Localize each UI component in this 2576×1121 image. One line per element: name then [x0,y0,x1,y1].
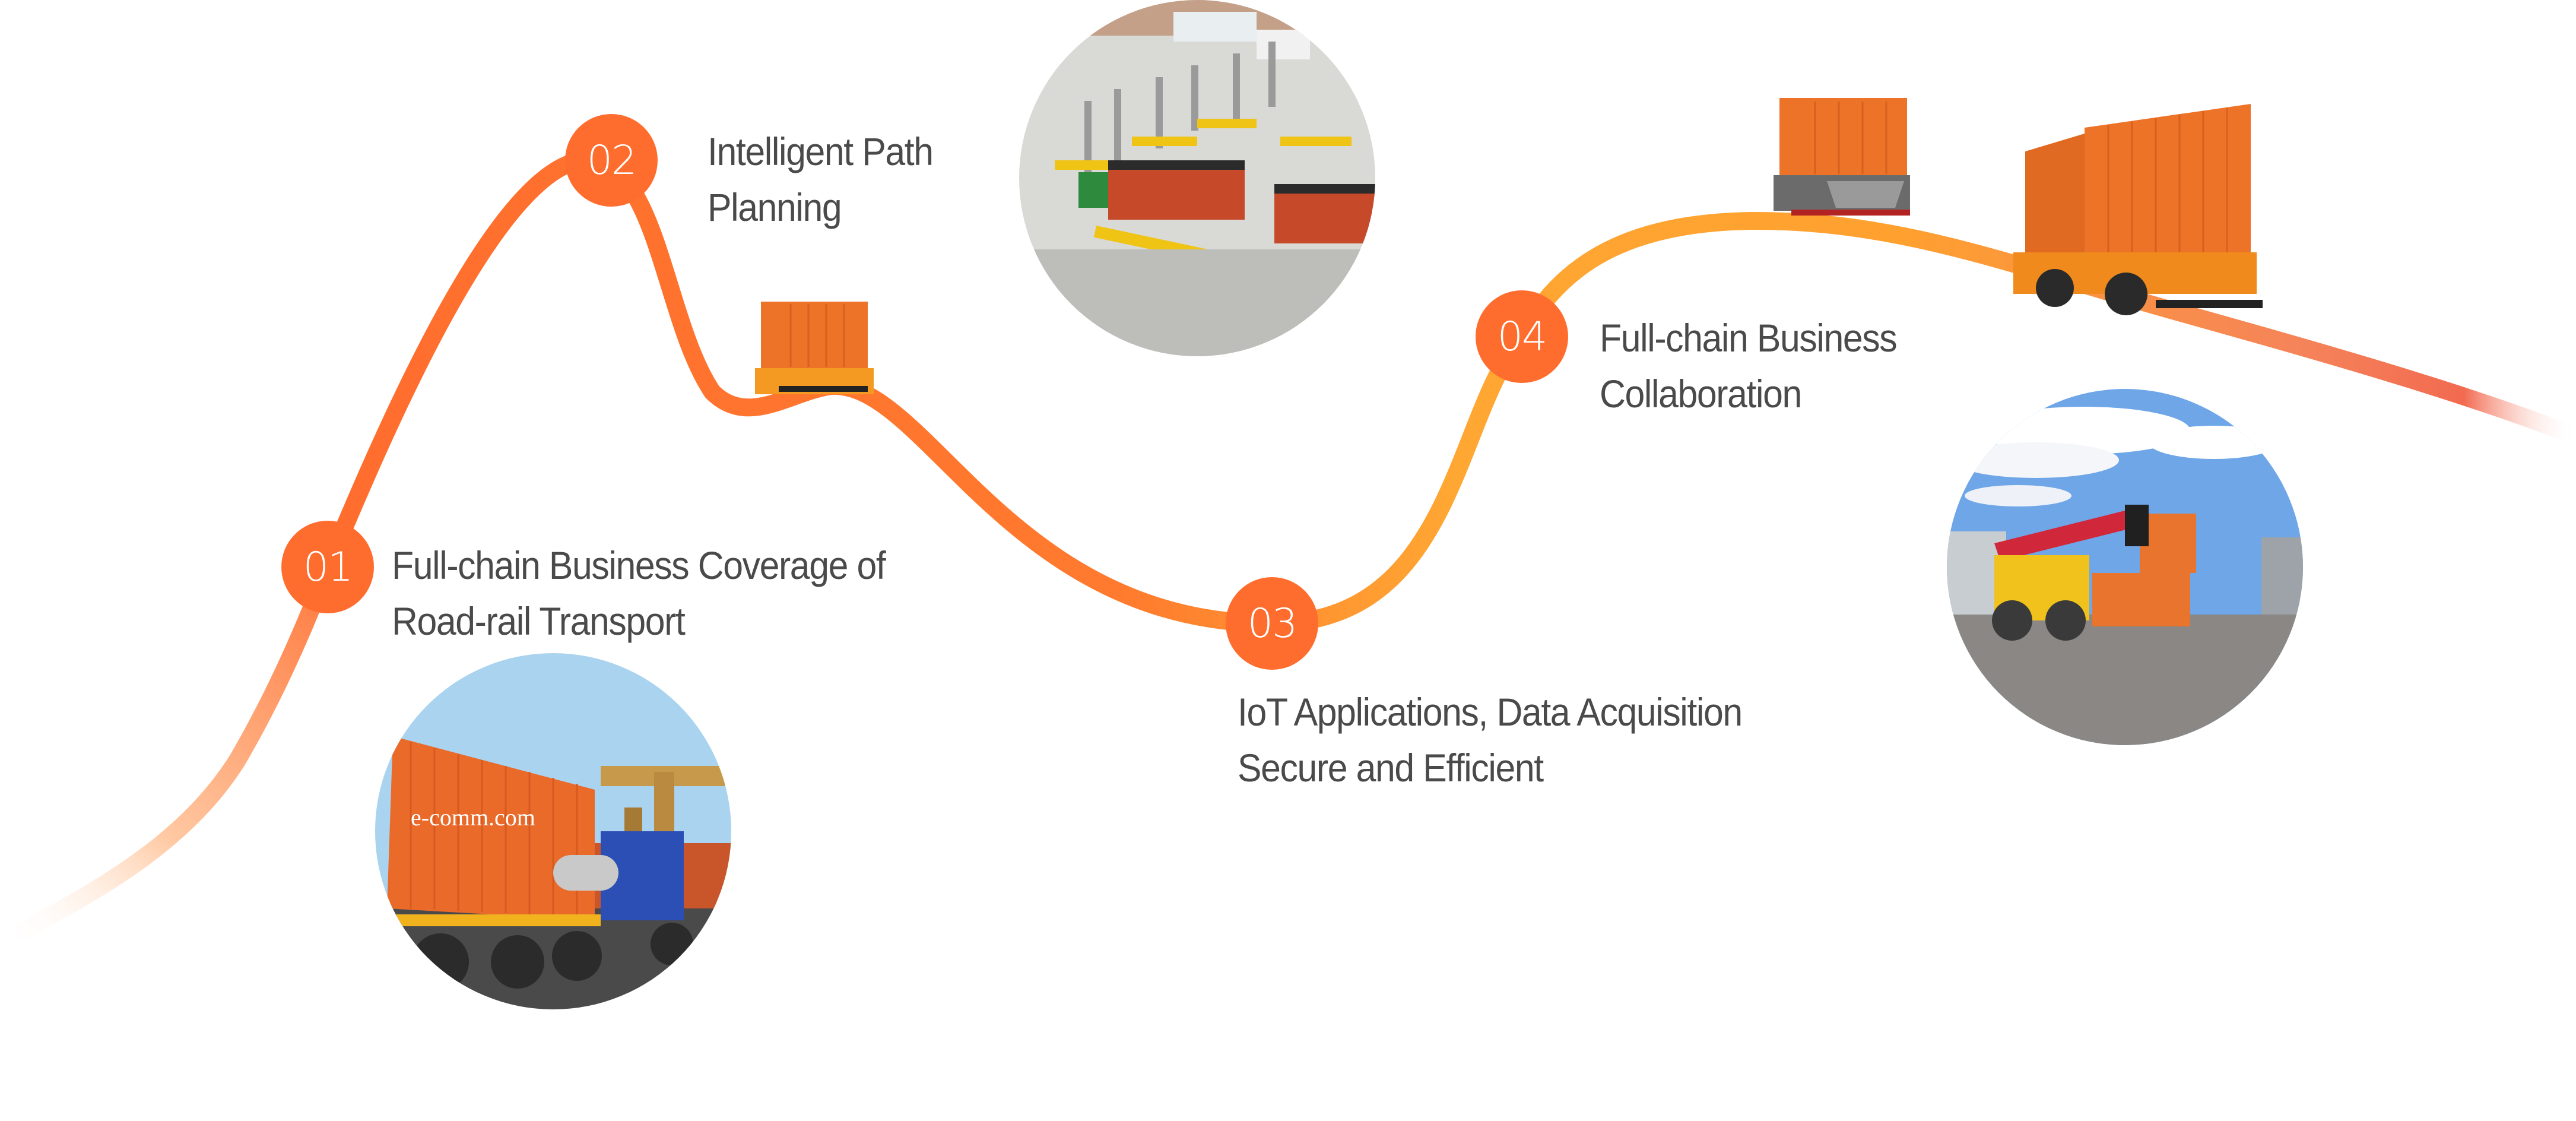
step-badge-02: 02 [565,114,658,207]
step-label-04-line1: Full-chain Business [1600,316,1898,360]
photo-weigh-station [1019,0,1375,356]
path-segment-start [0,558,337,953]
agv-large-double-icon [2013,104,2298,318]
step-label-03-line1: IoT Applications, Data Acquisition [1238,690,1743,734]
step-label-04: Full-chain Business Collaboration [1600,310,1898,422]
step-label-04-line2: Collaboration [1600,372,1802,416]
step-badge-03: 03 [1226,577,1318,670]
step-badge-04: 04 [1476,290,1568,383]
step-label-03-line2: Secure and Efficient [1238,746,1544,790]
agv-gray-icon [1768,98,1916,226]
step-label-03: IoT Applications, Data Acquisition Secur… [1238,684,1743,796]
agv-small-icon [755,302,874,399]
step-label-02-line2: Planning [708,185,842,229]
step-badge-01: 01 [281,521,374,613]
photo-container-truck: e-comm.com [375,653,731,1009]
step-label-02: Intelligent Path Planning [708,124,934,235]
step-label-01-line2: Road-rail Transport [392,599,686,643]
step-label-02-line1: Intelligent Path [708,129,934,173]
photo-reach-stacker [1947,389,2303,745]
step-label-01-line1: Full-chain Business Coverage of [392,543,886,587]
step-label-01: Full-chain Business Coverage of Road-rai… [392,537,886,649]
container-logo-text: e-comm.com [411,804,535,831]
